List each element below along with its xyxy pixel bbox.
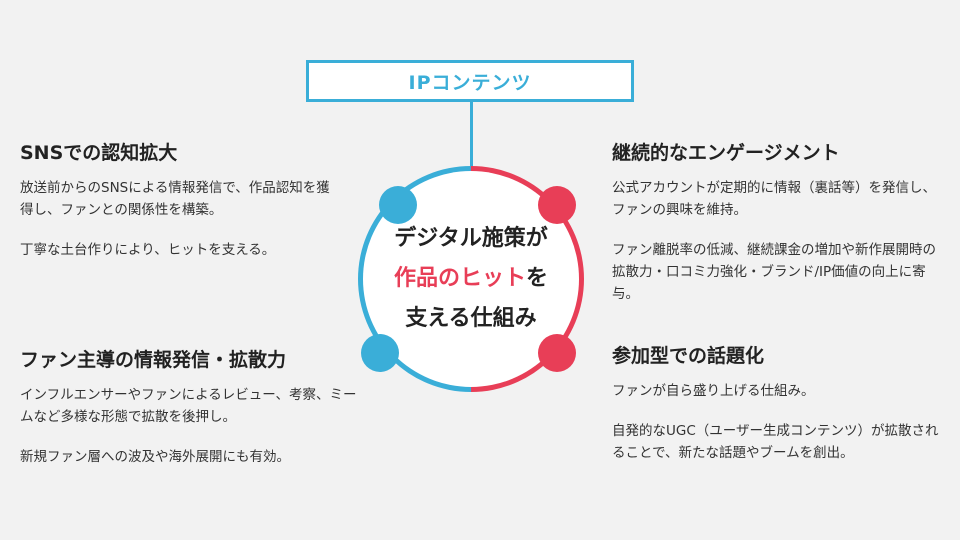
block-text: 放送前からのSNSによる情報発信で、作品認知を獲得し、ファンとの関係性を構築。: [20, 180, 330, 218]
block-text: ファンが自ら盛り上げる仕組み。: [612, 383, 815, 399]
block-title: 参加型での話題化: [612, 345, 765, 367]
center-highlight: 作品のヒット: [393, 266, 526, 291]
ip-content-label: IPコンテンツ: [408, 71, 532, 94]
red-dot-bottom-right: [538, 334, 576, 372]
block-text: インフルエンサーやファンによるレビュー、考察、ミームなど多様な形態で拡散を後押し…: [20, 387, 357, 425]
block-title: ファン主導の情報発信・拡散力: [20, 349, 287, 371]
block-title: SNSでの認知拡大: [20, 142, 178, 164]
block-text: 公式アカウントが定期的に情報（裏話等）を発信し、ファンの興味を維持。: [612, 180, 936, 218]
block-title: 継続的なエンゲージメント: [612, 142, 840, 164]
block-fan-driven-spread: ファン主導の情報発信・拡散力 インフルエンサーやファンによるレビュー、考察、ミー…: [20, 345, 360, 468]
block-text: 新規ファン層への波及や海外展開にも有効。: [20, 449, 290, 465]
block-text: ファン離脱率の低減、継続課金の増加や新作展開時の拡散力・口コミ力強化・ブランド/…: [612, 242, 936, 302]
blue-dot-top-left: [379, 186, 417, 224]
block-participatory-buzz: 参加型での話題化 ファンが自ら盛り上げる仕組み。 自発的なUGC（ユーザー生成コ…: [612, 341, 942, 464]
red-dot-top-right: [538, 186, 576, 224]
block-text: 自発的なUGC（ユーザー生成コンテンツ）が拡散されることで、新たな話題やブームを…: [612, 423, 939, 461]
center-line-3: 支える仕組み: [405, 306, 537, 331]
block-sns-awareness: SNSでの認知拡大 放送前からのSNSによる情報発信で、作品認知を獲得し、ファン…: [20, 138, 340, 261]
ip-content-box: IPコンテンツ: [306, 60, 634, 102]
block-text: 丁寧な土台作りにより、ヒットを支える。: [20, 242, 276, 258]
block-continuous-engagement: 継続的なエンゲージメント 公式アカウントが定期的に情報（裏話等）を発信し、ファン…: [612, 138, 942, 305]
center-line-2-rest: を: [526, 266, 549, 291]
blue-dot-bottom-left: [361, 334, 399, 372]
connector-line: [470, 102, 473, 168]
center-line-1: デジタル施策が: [394, 226, 548, 251]
center-line-2: 作品のヒットを: [394, 259, 548, 299]
